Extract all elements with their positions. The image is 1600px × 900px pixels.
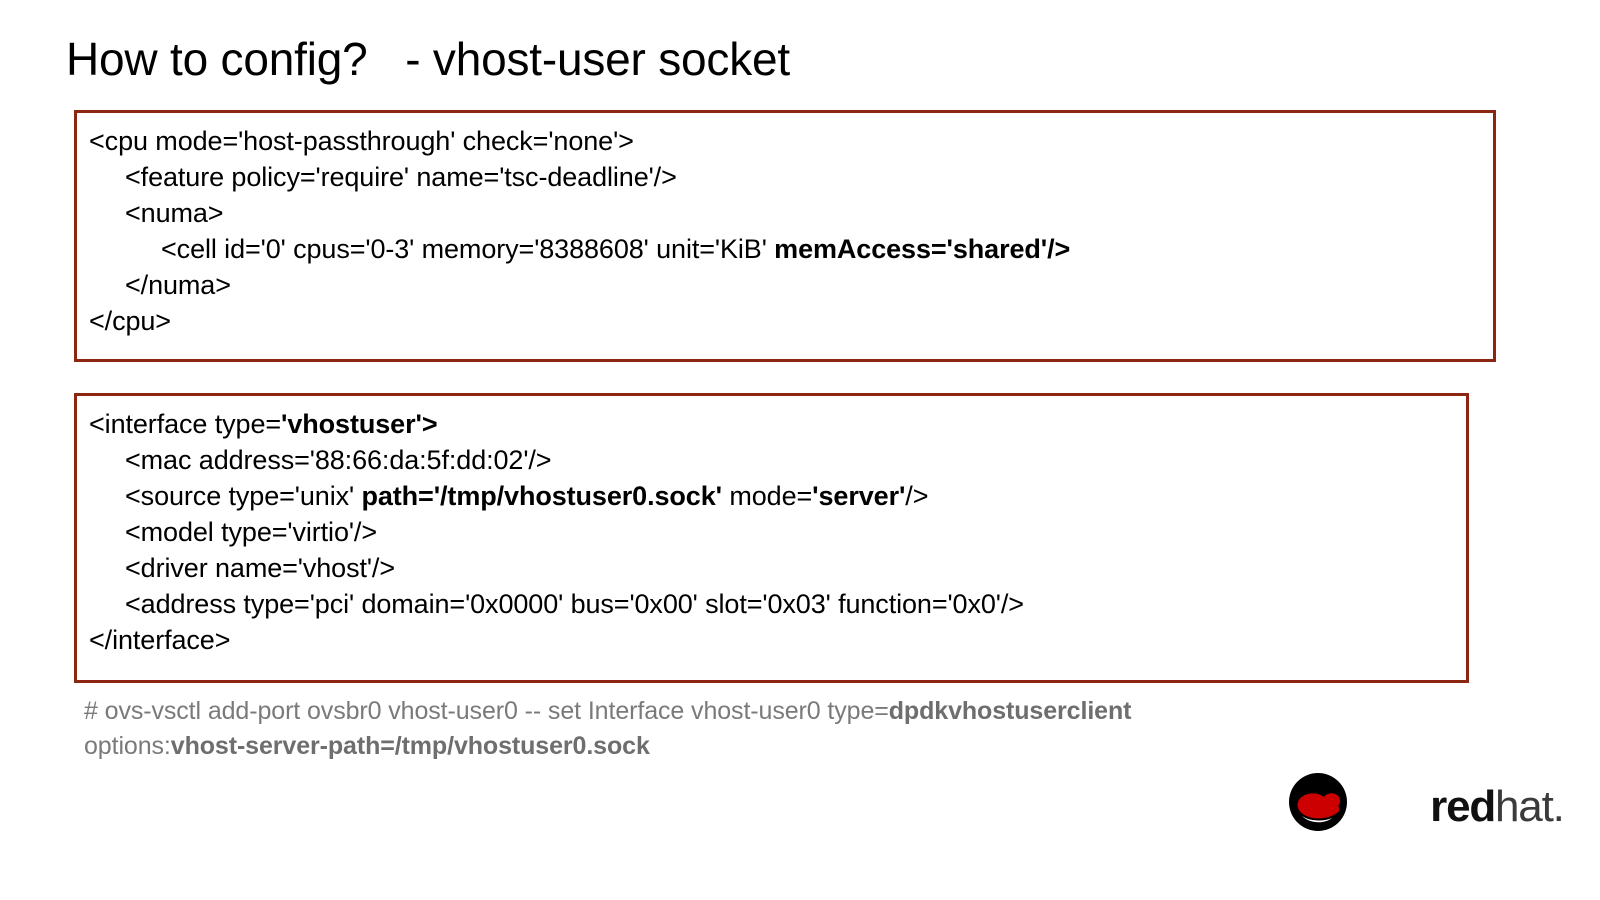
interface-config-line-2-segment: <source type='unix' xyxy=(125,481,362,511)
logo-word-dot: . xyxy=(1552,782,1565,831)
interface-config-line-2: <source type='unix' path='/tmp/vhostuser… xyxy=(89,478,1462,514)
interface-config-line-6: </interface> xyxy=(89,622,1462,658)
cpu-config-line-4-segment: </numa> xyxy=(125,270,231,300)
command-line-0-segment: # ovs-vsctl add-port ovsbr0 vhost-user0 … xyxy=(84,697,889,725)
interface-config-box: <interface type='vhostuser'><mac address… xyxy=(74,393,1469,683)
command-line-1-segment: vhost-server-path=/tmp/vhostuser0.sock xyxy=(170,732,650,760)
interface-config-line-4: <driver name='vhost'/> xyxy=(89,550,1462,586)
ovs-vsctl-command-block: # ovs-vsctl add-port ovsbr0 vhost-user0 … xyxy=(84,694,1484,764)
cpu-config-lines: <cpu mode='host-passthrough' check='none… xyxy=(89,123,1489,339)
cpu-config-line-5-segment: </cpu> xyxy=(89,306,171,336)
cpu-config-line-2-segment: <numa> xyxy=(125,198,224,228)
interface-config-line-2-segment: path='/tmp/vhostuser0.sock' xyxy=(361,481,722,511)
interface-config-line-3: <model type='virtio'/> xyxy=(89,514,1462,550)
interface-config-line-4-segment: <driver name='vhost'/> xyxy=(125,553,396,583)
interface-config-line-1: <mac address='88:66:da:5f:dd:02'/> xyxy=(89,442,1462,478)
redhat-wordmark: redhat. xyxy=(1364,741,1565,873)
redhat-logo: redhat. xyxy=(1282,766,1565,838)
interface-config-line-3-segment: <model type='virtio'/> xyxy=(125,517,377,547)
logo-word-red: red xyxy=(1430,782,1496,831)
command-line-0-segment: dpdkvhostuserclient xyxy=(888,697,1132,725)
interface-config-line-5: <address type='pci' domain='0x0000' bus=… xyxy=(89,586,1462,622)
cpu-config-line-3-segment: memAccess='shared'/> xyxy=(774,234,1071,264)
cpu-config-line-1: <feature policy='require' name='tsc-dead… xyxy=(89,159,1489,195)
cpu-config-line-4: </numa> xyxy=(89,267,1489,303)
interface-config-line-6-segment: </interface> xyxy=(89,625,231,655)
interface-config-line-0-segment: <interface type= xyxy=(89,409,282,439)
page-title: How to config? - vhost-user socket xyxy=(66,33,790,85)
cpu-config-line-3: <cell id='0' cpus='0-3' memory='8388608'… xyxy=(89,231,1489,267)
cpu-config-line-0: <cpu mode='host-passthrough' check='none… xyxy=(89,123,1489,159)
interface-config-line-2-segment: 'server' xyxy=(812,481,906,511)
command-line-1: options:vhost-server-path=/tmp/vhostuser… xyxy=(84,729,1484,764)
cpu-config-line-0-segment: <cpu mode='host-passthrough' check='none… xyxy=(89,126,634,156)
command-line-1-segment: options: xyxy=(84,732,171,760)
interface-config-line-5-segment: <address type='pci' domain='0x0000' bus=… xyxy=(125,589,1024,619)
interface-config-line-1-segment: <mac address='88:66:da:5f:dd:02'/> xyxy=(125,445,552,475)
cpu-config-line-1-segment: <feature policy='require' name='tsc-dead… xyxy=(125,162,677,192)
interface-config-line-0-segment: 'vhostuser'> xyxy=(281,409,438,439)
interface-config-line-2-segment: mode= xyxy=(721,481,813,511)
command-line-0: # ovs-vsctl add-port ovsbr0 vhost-user0 … xyxy=(84,694,1484,729)
interface-config-line-0: <interface type='vhostuser'> xyxy=(89,406,1462,442)
redhat-shadowman-icon xyxy=(1282,772,1354,832)
interface-config-line-2-segment: /> xyxy=(905,481,929,511)
interface-config-lines: <interface type='vhostuser'><mac address… xyxy=(89,406,1462,658)
cpu-config-line-2: <numa> xyxy=(89,195,1489,231)
cpu-config-line-5: </cpu> xyxy=(89,303,1489,339)
logo-word-hat: hat xyxy=(1495,782,1554,831)
cpu-config-line-3-segment: <cell id='0' cpus='0-3' memory='8388608'… xyxy=(161,234,775,264)
cpu-config-box: <cpu mode='host-passthrough' check='none… xyxy=(74,110,1496,362)
